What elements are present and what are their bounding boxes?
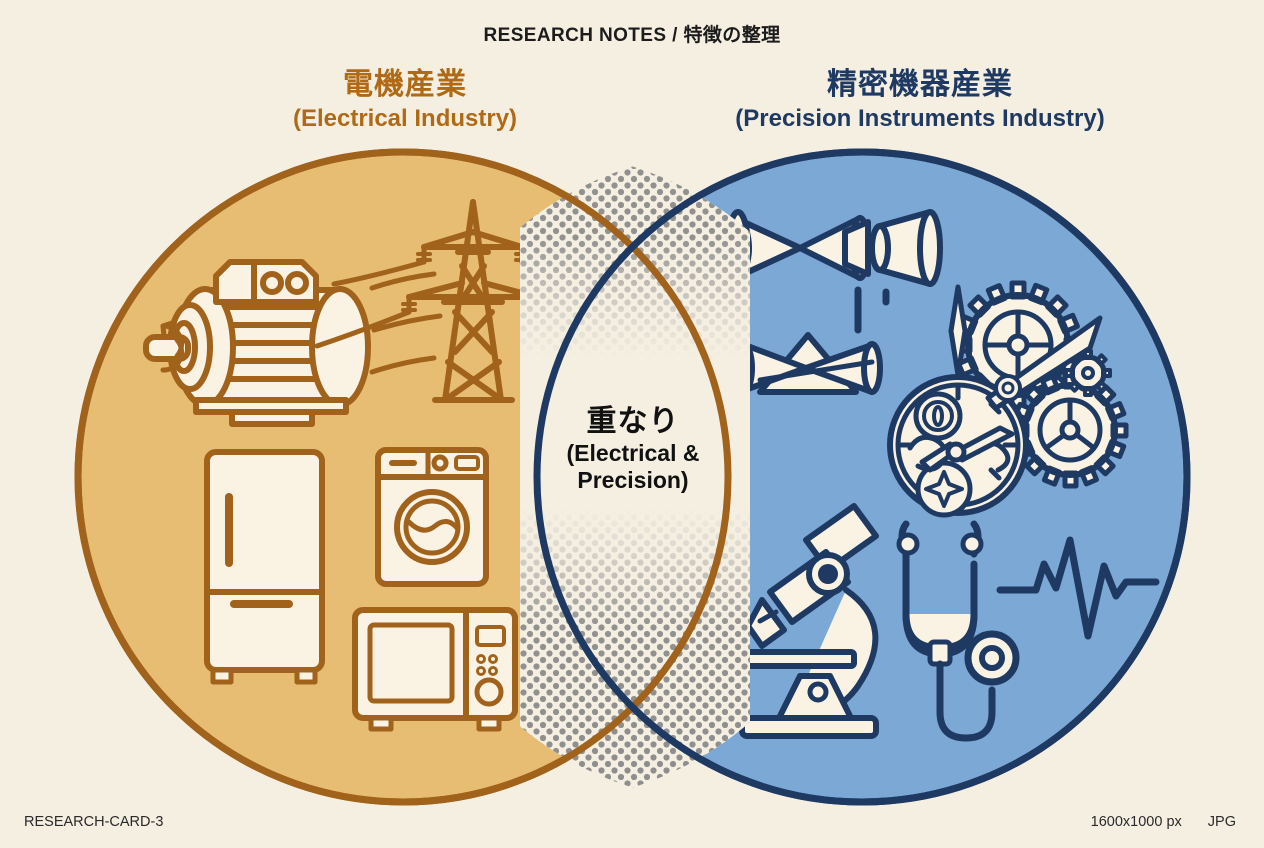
footer-dimensions: 1600x1000 px (1090, 814, 1182, 830)
venn-left-title-jp: 電機産業 (343, 68, 467, 101)
footer-meta: 1600x1000 px JPG (1069, 814, 1236, 830)
washing-machine-icon (375, 447, 489, 587)
stethoscope-icon (896, 520, 1020, 742)
ecg-heartbeat-icon (996, 536, 1160, 640)
venn-left-title-en: (Electrical Industry) (292, 104, 518, 132)
watch-movement-icon (887, 284, 1103, 518)
footer-format: JPG (1207, 814, 1236, 830)
venn-right-title-jp: 精密機器産業 (827, 68, 1013, 101)
motion-lines-icon (369, 271, 443, 375)
venn-left-title: 電機産業 (Electrical Industry) (150, 68, 660, 133)
microwave-oven-icon (352, 607, 518, 732)
footer-card-id: RESEARCH-CARD-3 (24, 814, 164, 830)
page-title: RESEARCH NOTES / 特徴の整理 (483, 25, 781, 46)
refrigerator-icon (204, 449, 325, 685)
venn-right-title-en: (Precision Instruments Industry) (735, 104, 1105, 132)
venn-right-title: 精密機器産業 (Precision Instruments Industry) (640, 68, 1200, 133)
venn-overlap-region (74, 148, 1191, 806)
electric-motor-icon (143, 259, 371, 427)
